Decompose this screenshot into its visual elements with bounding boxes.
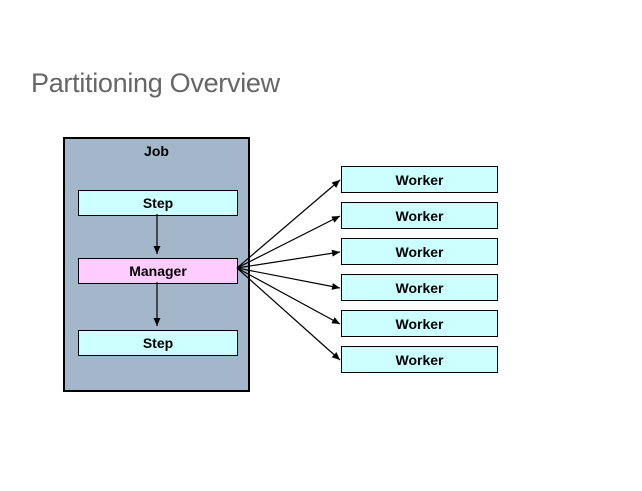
manager-to-worker-5-arrow [236,267,341,325]
step-top-label: Step [142,195,174,211]
worker-label-6: Worker [395,351,444,368]
worker-box-2: Worker [341,202,498,229]
worker-box-5: Worker [341,310,498,337]
job-label: Job [144,143,169,159]
worker-box-3: Worker [341,238,498,265]
slide-title: Partitioning Overview [31,68,280,98]
worker-label-1: Worker [395,171,444,188]
worker-label-2: Worker [395,207,444,224]
manager-to-worker-3-arrow [236,249,341,269]
manager-to-worker-6-arrow [236,267,341,361]
worker-label-5: Worker [395,315,444,332]
worker-box-4: Worker [341,274,498,301]
manager-box: Manager [78,258,238,284]
manager-to-worker-4-arrow [236,267,341,290]
step-bottom-label: Step [142,335,174,351]
manager-to-worker-2-arrow [236,215,341,269]
worker-label-4: Worker [395,279,444,296]
step-top-box: Step [78,190,238,216]
worker-box-6: Worker [341,346,498,373]
job-container: Job Step Manager Step [63,137,250,392]
worker-label-3: Worker [395,243,444,260]
worker-box-1: Worker [341,166,498,193]
step-bottom-box: Step [78,330,238,356]
manager-to-worker-1-arrow [236,179,341,269]
manager-label: Manager [129,263,187,279]
